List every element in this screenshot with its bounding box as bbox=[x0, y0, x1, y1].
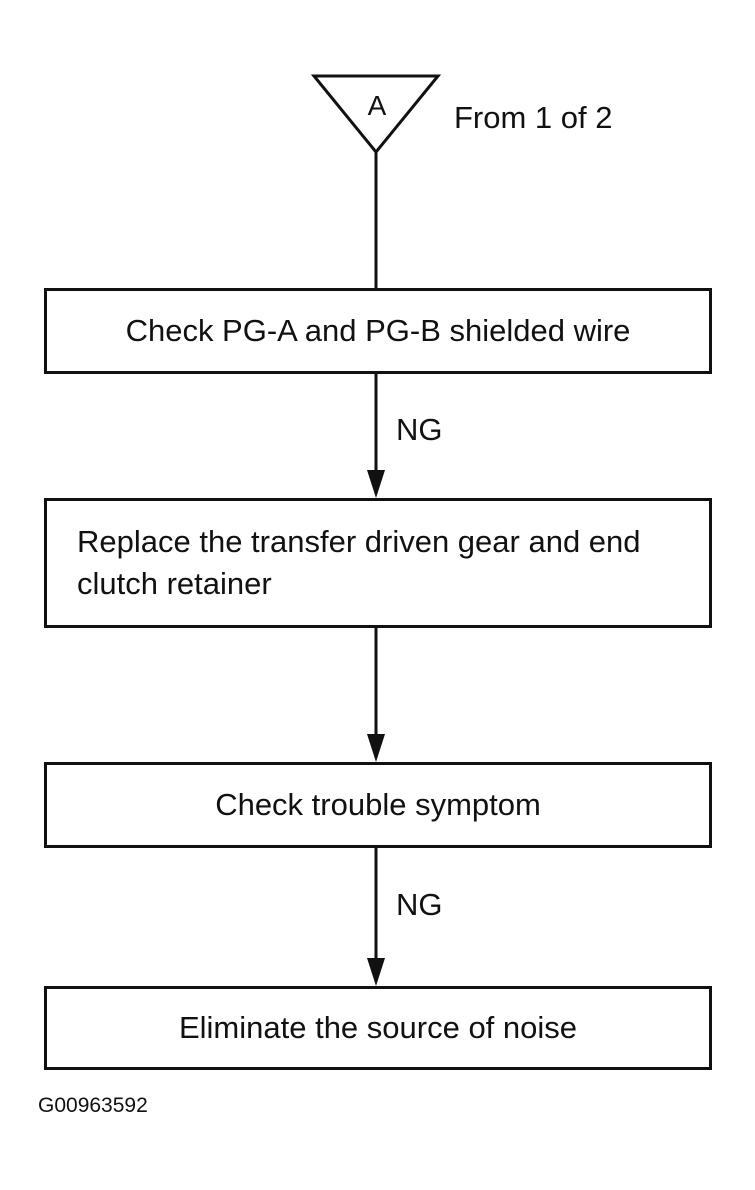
figure-id: G00963592 bbox=[38, 1094, 148, 1117]
connector-note: From 1 of 2 bbox=[454, 100, 613, 135]
step-4-text: Eliminate the source of noise bbox=[178, 1010, 578, 1046]
step-4-box: Eliminate the source of noise bbox=[44, 986, 712, 1070]
step-2-box: Replace the transfer driven gear and end… bbox=[44, 498, 712, 628]
step-3-text: Check trouble symptom bbox=[215, 787, 541, 823]
off-page-connector-triangle bbox=[310, 74, 442, 155]
arrow-head-step-1-to-2 bbox=[367, 470, 385, 498]
transition-3-label: NG bbox=[396, 887, 443, 922]
step-3-box: Check trouble symptom bbox=[44, 762, 712, 848]
step-1-text: Check PG-A and PG-B shielded wire bbox=[125, 313, 631, 349]
step-1-box: Check PG-A and PG-B shielded wire bbox=[44, 288, 712, 374]
arrow-head-step-2-to-3 bbox=[367, 734, 385, 762]
connector-letter: A bbox=[367, 90, 387, 121]
transition-1-label: NG bbox=[396, 412, 443, 447]
arrow-head-step-3-to-4 bbox=[367, 958, 385, 986]
step-2-text: Replace the transfer driven gear and end… bbox=[77, 524, 641, 601]
